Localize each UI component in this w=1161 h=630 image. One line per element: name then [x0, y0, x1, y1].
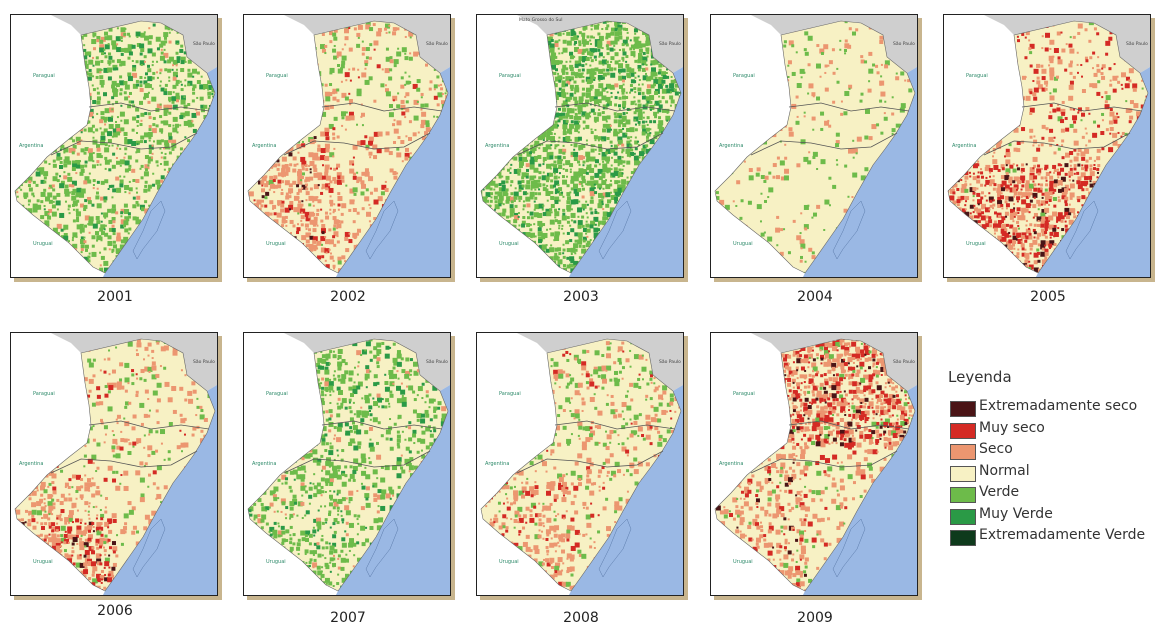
year-label: 2001 — [97, 289, 133, 305]
legend-label: Extremadamente seco — [979, 398, 1138, 414]
year-label: 2006 — [97, 603, 133, 619]
legend-item-verde: Verde — [948, 484, 1158, 506]
legend-item-seco: Seco — [948, 441, 1158, 463]
legend-swatch — [950, 487, 976, 503]
legend-item-muy-seco: Muy seco — [948, 420, 1158, 442]
legend-label: Muy seco — [979, 419, 1045, 436]
legend-swatch — [950, 444, 976, 460]
legend-item-extremadamente-verde: Extremadamente Verde — [948, 527, 1158, 549]
legend-label: Extremadamente Verde — [979, 527, 1146, 543]
year-label: 2008 — [563, 610, 599, 626]
legend-item-extremadamente-seco: Extremadamente seco — [948, 398, 1158, 420]
legend-swatch — [950, 422, 976, 439]
legend-label: Seco — [979, 441, 1013, 457]
svg-text:Paraguai: Paraguai — [33, 73, 55, 79]
legend-label: Normal — [979, 462, 1030, 479]
legend: Leyenda Extremadamente seco Muy seco Sec… — [948, 368, 1158, 549]
svg-text:Argentina: Argentina — [252, 143, 276, 149]
year-label: 2005 — [1030, 289, 1066, 305]
year-label: 2003 — [563, 289, 599, 305]
legend-label: Muy Verde — [979, 505, 1053, 522]
year-label: 2007 — [330, 610, 366, 626]
year-label: 2004 — [797, 289, 833, 305]
legend-title: Leyenda — [948, 368, 1012, 386]
legend-swatch — [950, 401, 976, 417]
legend-item-normal: Normal — [948, 463, 1158, 485]
legend-label: Verde — [979, 484, 1020, 500]
svg-text:Uruguai: Uruguai — [266, 241, 286, 247]
svg-text:São Paulo: São Paulo — [426, 41, 448, 47]
svg-text:Uruguai: Uruguai — [33, 241, 53, 247]
legend-swatch — [950, 530, 976, 546]
svg-text:Argentina: Argentina — [19, 143, 43, 149]
legend-swatch — [950, 465, 976, 482]
svg-text:Paraguai: Paraguai — [266, 73, 288, 79]
legend-swatch — [950, 508, 976, 525]
legend-item-muy-verde: Muy Verde — [948, 506, 1158, 528]
year-label: 2002 — [330, 289, 366, 305]
svg-text:São Paulo: São Paulo — [193, 41, 215, 47]
year-label: 2009 — [797, 610, 833, 626]
